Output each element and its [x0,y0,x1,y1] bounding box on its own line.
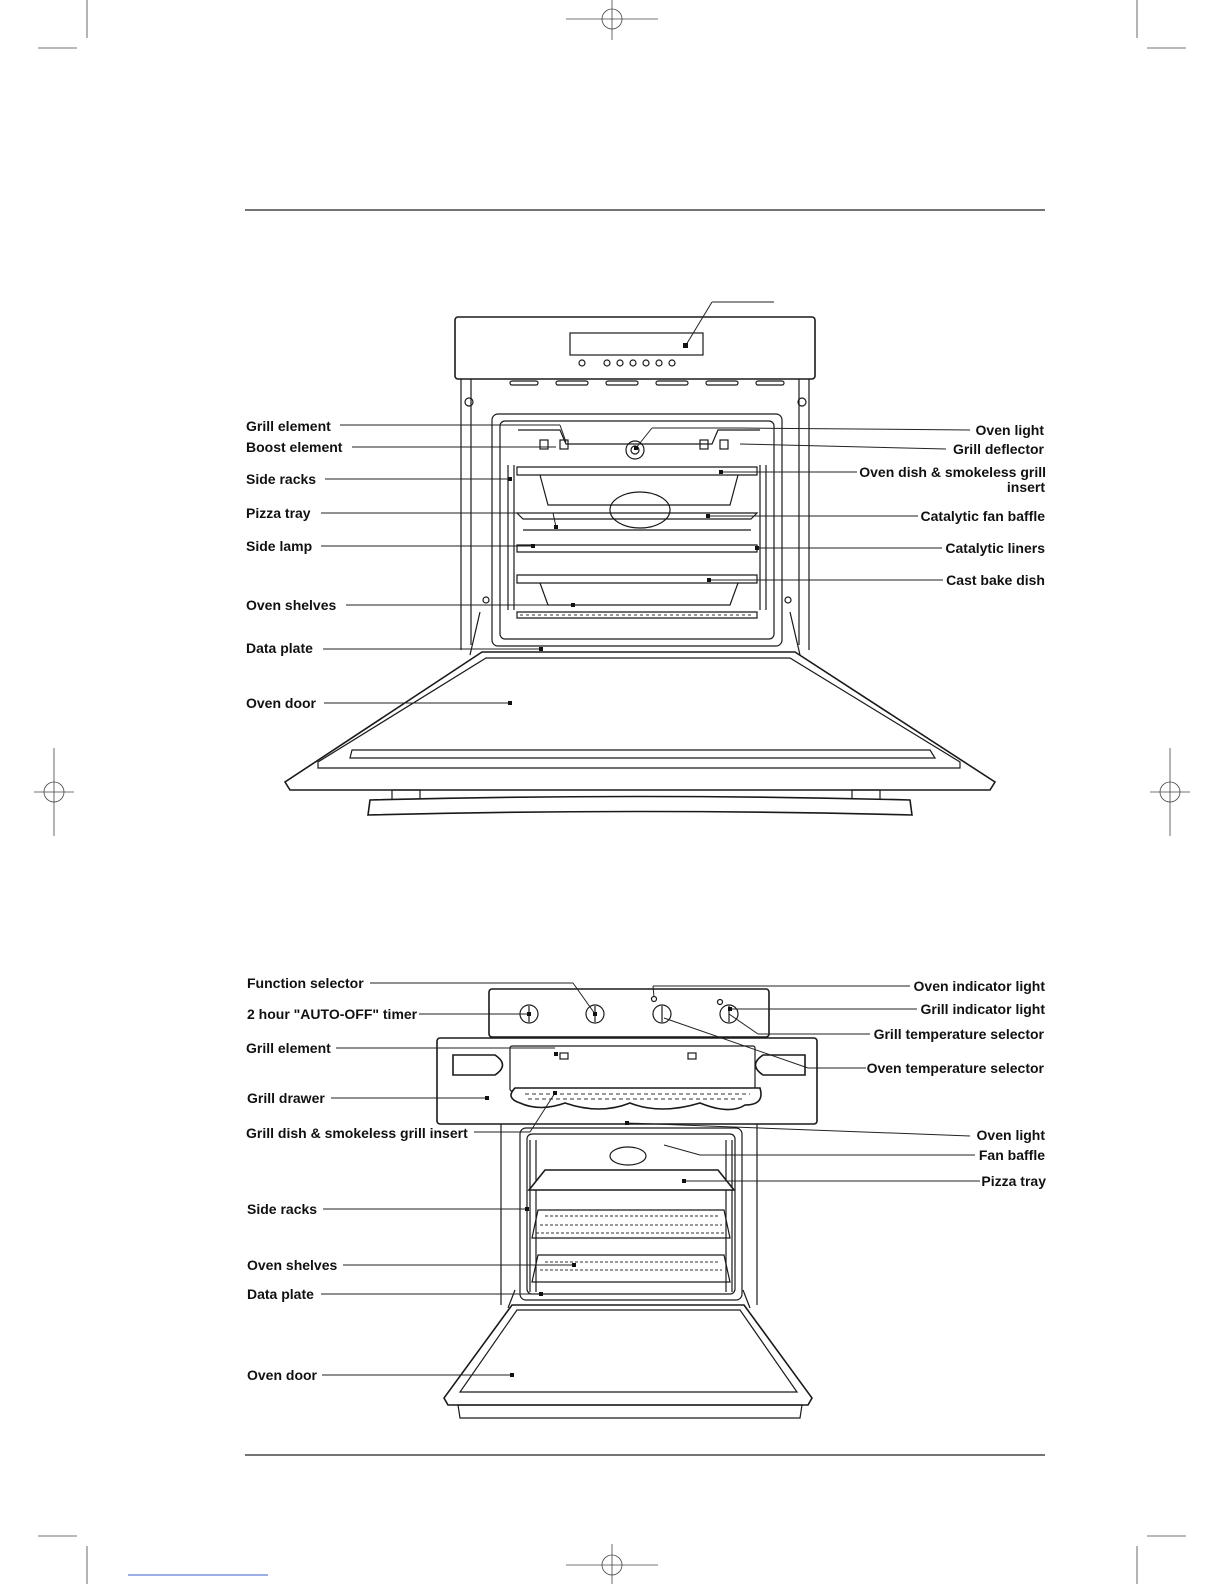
label-bottom-pizza-tray: Pizza tray [981,1173,1046,1189]
bottom-labels-right: Oven indicator light Grill indicator lig… [867,978,1047,1189]
label-bottom-oven-shelves: Oven shelves [247,1257,337,1273]
registration-mark-bottom [566,1544,658,1584]
label-grill-dish: Grill dish & smokeless grill insert [246,1125,468,1141]
top-display-window [569,332,704,356]
top-oven-illustration [283,316,997,816]
label-grill-deflector: Grill deflector [953,441,1045,457]
label-bottom-oven-light: Oven light [977,1127,1046,1143]
bottom-labels-left: Function selector 2 hour "AUTO-OFF" time… [246,975,468,1383]
bottom-oven-shelves [531,1209,731,1283]
label-boost-element: Boost element [246,439,343,455]
label-side-racks: Side racks [246,471,316,487]
bottom-control-panel [488,988,770,1038]
bottom-oven-door [443,1304,813,1406]
grill-drawer-handle-left [452,1054,504,1076]
label-function-selector: Function selector [247,975,364,991]
label-oven-temperature-selector: Oven temperature selector [867,1060,1045,1076]
label-bottom-grill-element: Grill element [246,1040,331,1056]
label-oven-dish: Oven dish & smokeless grill [859,464,1046,480]
top-labels-left: Grill element Boost element Side racks P… [246,418,343,711]
label-oven-shelves: Oven shelves [246,597,336,613]
bottom-oven-cavity [519,1127,743,1301]
top-vent-slots [509,380,785,386]
registration-mark-top [566,0,658,40]
crop-marks [38,0,1186,1584]
bottom-leader-lines [321,982,980,1377]
top-oven-cavity [491,413,783,647]
label-grill-temperature-selector: Grill temperature selector [874,1026,1045,1042]
bottom-oven-illustration [436,988,818,1419]
label-auto-off-timer: 2 hour "AUTO-OFF" timer [247,1006,418,1022]
top-control-buttons [578,359,676,367]
label-grill-drawer: Grill drawer [247,1090,325,1106]
top-side-racks [507,465,767,610]
registration-mark-left [34,748,74,836]
label-data-plate: Data plate [246,640,313,656]
grill-drawer-handle-right [754,1054,806,1076]
label-side-lamp: Side lamp [246,538,312,554]
label-bottom-data-plate: Data plate [247,1286,314,1302]
label-bottom-oven-door: Oven door [247,1367,318,1383]
label-oven-light: Oven light [976,422,1045,438]
label-oven-door: Oven door [246,695,317,711]
bottom-pizza-tray [527,1169,736,1191]
label-oven-indicator-light: Oven indicator light [914,978,1046,994]
top-door-handle [367,795,913,816]
top-labels-right: Oven light Grill deflector Oven dish & s… [859,422,1046,588]
label-oven-dish-insert: insert [1007,479,1045,495]
top-control-panel [454,316,816,380]
label-fan-baffle: Fan baffle [979,1147,1045,1163]
label-bottom-side-racks: Side racks [247,1201,317,1217]
label-pizza-tray: Pizza tray [246,505,311,521]
bottom-door-handle [457,1404,803,1419]
label-grill-element: Grill element [246,418,331,434]
label-catalytic-liners: Catalytic liners [945,540,1045,556]
label-cast-bake-dish: Cast bake dish [946,572,1045,588]
top-oven-door [283,651,997,791]
registration-mark-right [1150,748,1190,836]
top-leader-lines [321,301,971,705]
label-catalytic-fan-baffle: Catalytic fan baffle [921,508,1046,524]
label-grill-indicator-light: Grill indicator light [921,1001,1046,1017]
